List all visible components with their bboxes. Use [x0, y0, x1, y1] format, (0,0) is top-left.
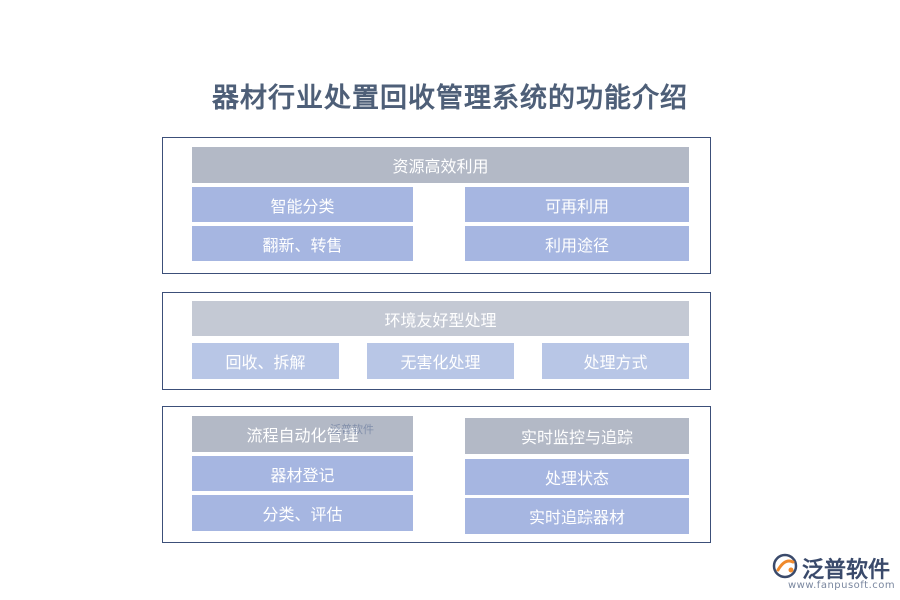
panel3-item-realtime-tracking: 实时追踪器材	[465, 498, 689, 534]
panel2-item-processing-method: 处理方式	[542, 343, 689, 379]
panel1-header: 资源高效利用	[192, 147, 689, 183]
page-title: 器材行业处置回收管理系统的功能介绍	[212, 83, 688, 114]
panel1-item-refurbish-resell: 翻新、转售	[192, 226, 413, 261]
panel3-right-header: 实时监控与追踪	[465, 418, 689, 454]
fanpu-logo-icon	[772, 553, 798, 583]
panel1-item-reusable: 可再利用	[465, 187, 689, 222]
panel3-left-header: 流程自动化管理	[192, 416, 413, 452]
brand-logo: 泛普软件	[772, 552, 890, 584]
panel3-item-equipment-registration: 器材登记	[192, 456, 413, 491]
logo-name: 泛普软件	[802, 558, 891, 583]
logo-url: www.fanpusoft.com	[788, 580, 896, 591]
panel2-item-recycle-dismantle: 回收、拆解	[192, 343, 339, 379]
panel2-item-harmless-treatment: 无害化处理	[367, 343, 514, 379]
panel3-item-processing-status: 处理状态	[465, 459, 689, 495]
panel3-item-classify-evaluate: 分类、评估	[192, 495, 413, 531]
watermark-text: 泛普软件	[330, 423, 374, 436]
panel2-header: 环境友好型处理	[192, 301, 689, 336]
panel1-item-smart-classification: 智能分类	[192, 187, 413, 222]
panel1-item-usage-path: 利用途径	[465, 226, 689, 261]
